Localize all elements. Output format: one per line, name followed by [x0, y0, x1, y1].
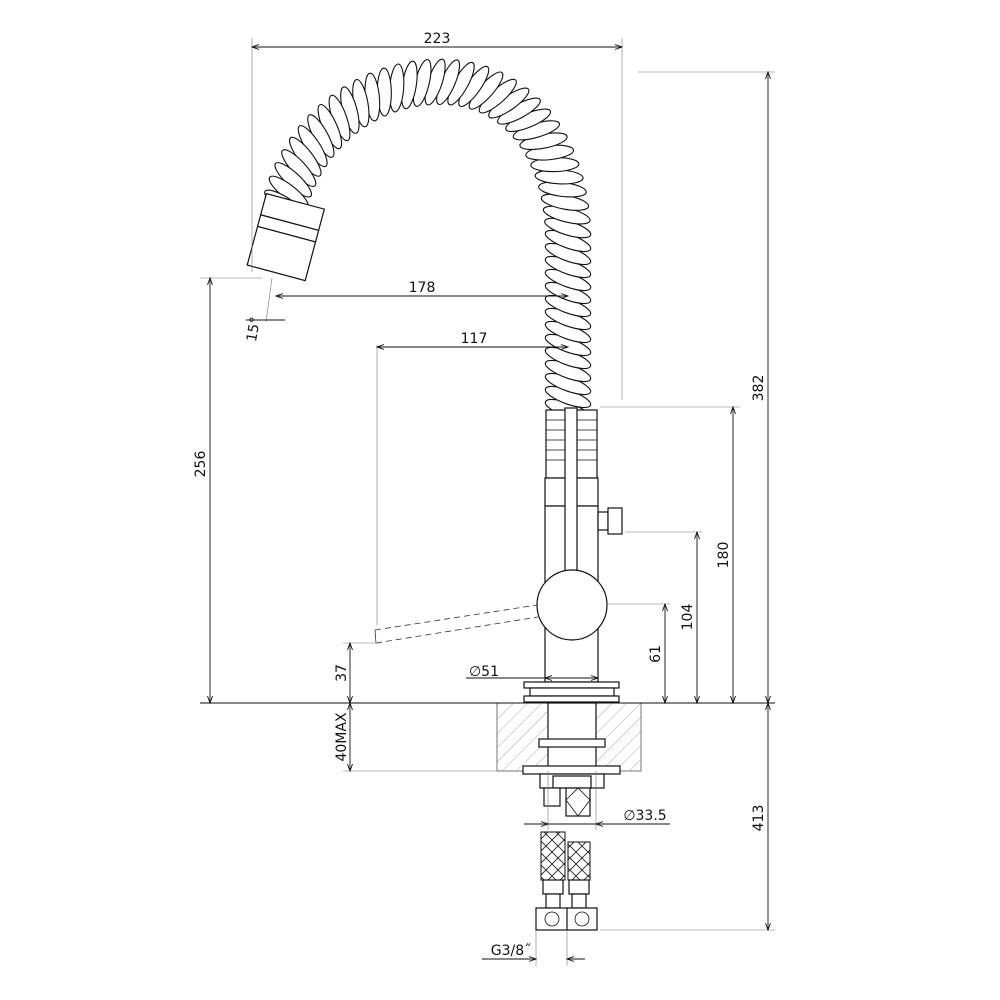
- countertop-section: [200, 702, 775, 772]
- lever-dashed-outline: [374, 345, 539, 644]
- dim-spout-reach: 178: [276, 280, 568, 296]
- dim-label-33-5: ∅33.5: [623, 808, 666, 824]
- dim-label-256: 256: [193, 451, 209, 478]
- dim-base-height: 61: [608, 604, 670, 703]
- flex-hoses: [535, 831, 598, 931]
- dim-body-height: 180: [600, 407, 740, 703]
- dim-outlet-height: 256: [193, 278, 262, 703]
- spray-head: [246, 192, 326, 282]
- dim-label-40max: 40MAX: [334, 712, 350, 761]
- dim-base-diameter: ∅51: [466, 664, 598, 680]
- dim-connection-thread: G3/8˝: [482, 930, 585, 966]
- dim-label-104: 104: [680, 604, 696, 631]
- dim-overall-width: 223: [252, 31, 622, 400]
- dim-hole-diameter: ∅33.5: [524, 771, 670, 830]
- dim-label-382: 382: [751, 375, 767, 402]
- dim-label-178: 178: [409, 280, 436, 296]
- dim-label-223: 223: [424, 31, 451, 47]
- dim-label-180: 180: [716, 542, 732, 569]
- dim-label-g3-8: G3/8˝: [491, 943, 531, 959]
- dim-lever-clearance: 37: [334, 643, 380, 703]
- dim-overall-height: 382: [638, 72, 775, 703]
- dim-label-413: 413: [751, 805, 767, 832]
- dim-label-61: 61: [648, 645, 664, 663]
- dim-deck-thickness: 40MAX: [334, 703, 520, 771]
- dim-label-angle: 15°: [244, 316, 264, 343]
- dim-hose-length: 413: [600, 703, 775, 930]
- dim-angle: 15°: [244, 277, 285, 343]
- dim-label-51: ∅51: [469, 664, 499, 680]
- faucet-body: [523, 407, 623, 703]
- mounting-shank: [522, 702, 621, 817]
- dim-label-37: 37: [334, 664, 350, 682]
- dim-lever-reach: 117: [377, 331, 568, 347]
- dim-handle-height: 104: [625, 532, 702, 703]
- dim-label-117: 117: [461, 331, 488, 347]
